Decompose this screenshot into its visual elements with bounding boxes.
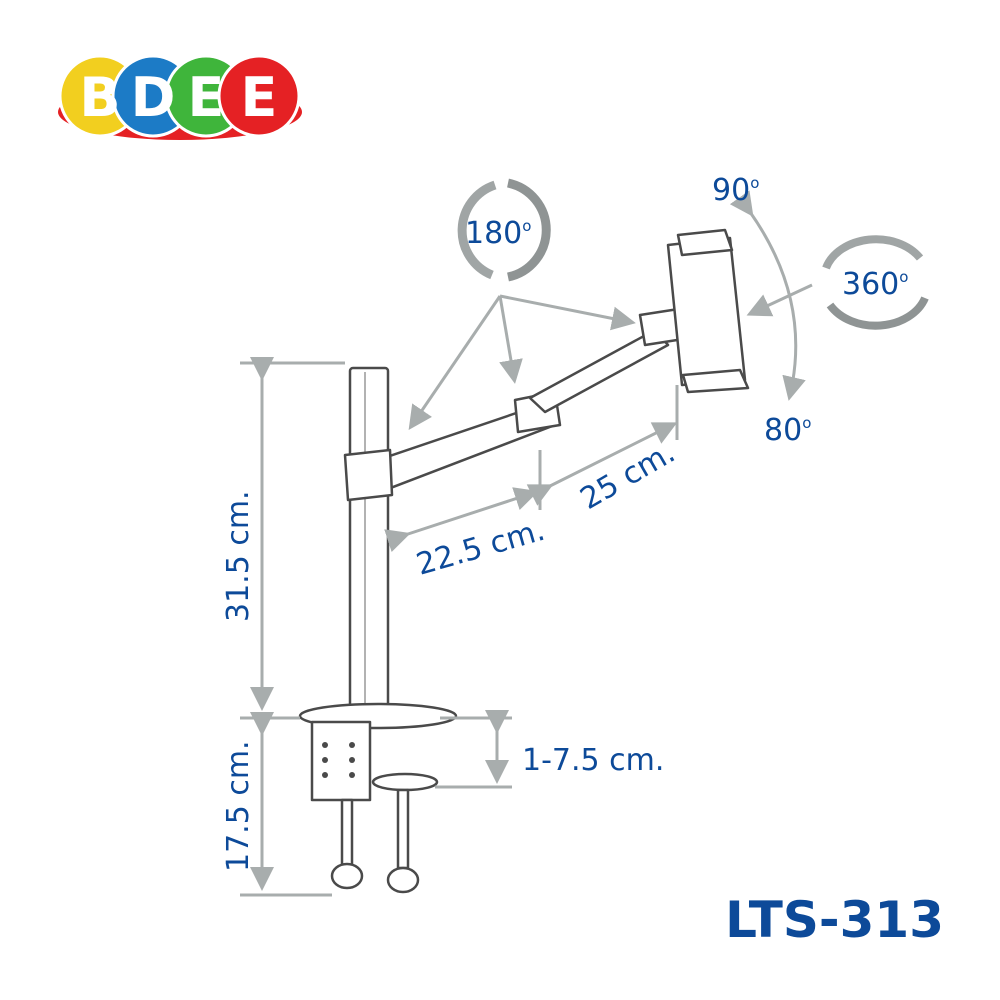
arm-1-length-label: 22.5 cm. <box>413 513 549 583</box>
logo-letter: E <box>241 66 278 129</box>
logo-letter: B <box>79 66 120 129</box>
logo-letter: D <box>131 66 176 129</box>
mount-drawing <box>298 228 750 894</box>
rotation-180-label: 180o <box>465 216 531 251</box>
tilt-80-label: 80o <box>764 413 811 448</box>
clamp-height-label: 17.5 cm. <box>221 740 256 872</box>
brand-logo: B D E E <box>58 54 302 140</box>
tilt-90-label: 90o <box>712 173 759 208</box>
rotation-arrow-360-icon <box>822 235 929 330</box>
desk-thickness-label: 1-7.5 cm. <box>522 743 664 778</box>
logo-letter: E <box>188 66 225 129</box>
rotation-arrow-180-icon <box>457 178 551 282</box>
rotation-360-label: 360o <box>842 267 908 302</box>
model-number: LTS-313 <box>725 891 944 949</box>
pole-height-label: 31.5 cm. <box>221 490 256 622</box>
logo-circle <box>217 54 301 138</box>
dimension-lines <box>240 190 813 897</box>
